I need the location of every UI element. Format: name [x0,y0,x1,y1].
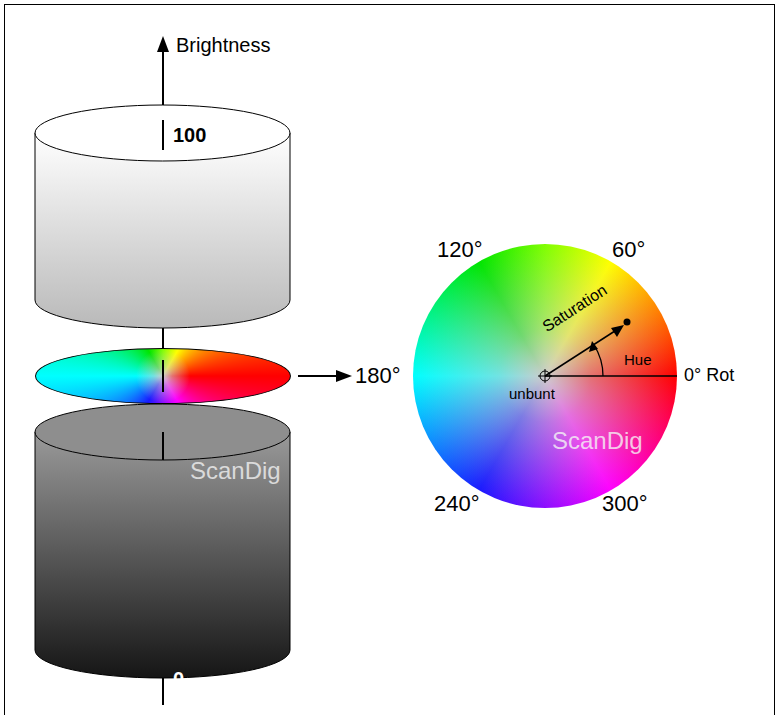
arrowhead [589,341,598,352]
arrowhead [336,370,352,382]
angle-label: 240° [434,492,480,516]
angle-label: 300° [602,492,648,516]
scale-value: 0 [173,668,184,690]
pointer-arrow [298,375,338,377]
angle-label: 180° [355,364,401,388]
axis-segment [162,432,164,460]
axis-segment [162,360,164,392]
zero-line [545,375,677,377]
angle-label: 60° [612,238,645,262]
saturation-vector [545,329,618,376]
color-point [624,319,631,326]
axis-segment [162,120,164,150]
scale-value: 100 [173,124,206,146]
angle-label: 0° Rot [684,366,734,386]
neutral-label: unbunt [509,386,555,403]
hue-label: Hue [624,352,652,369]
black-cylinder [35,432,290,678]
angle-label: 120° [437,238,483,262]
axis-arrowhead [157,36,169,52]
watermark: ScanDig [552,428,643,454]
white-cylinder [35,133,290,328]
frame [5,5,775,715]
cylinder-top [35,105,290,161]
arrowhead [611,325,624,337]
axis-title: Brightness [176,34,271,56]
cylinder-top [35,404,290,460]
neutral-cross [545,369,546,383]
watermark: ScanDig [190,458,281,484]
